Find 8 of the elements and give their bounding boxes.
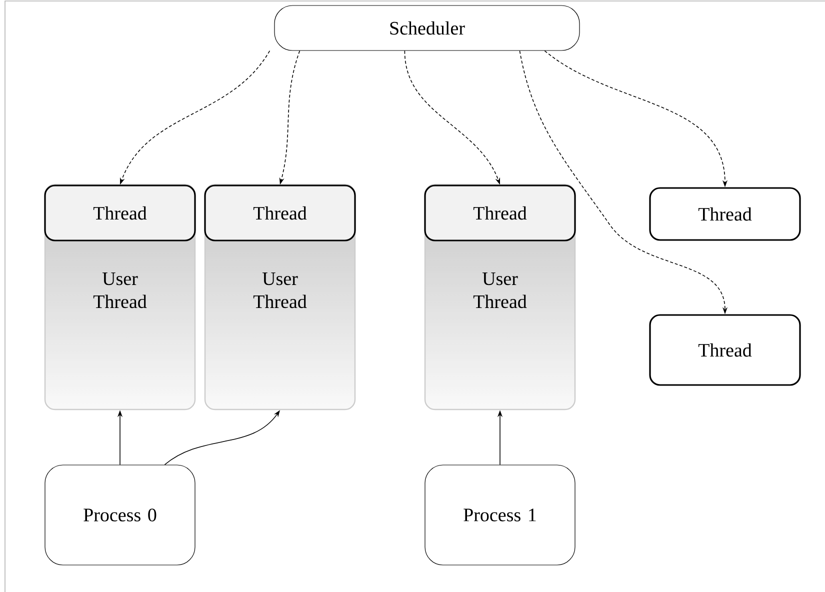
scheduler-box: Scheduler — [274, 5, 580, 51]
process-box: Process 1 — [424, 464, 576, 566]
process-box: Process 0 — [44, 464, 196, 566]
thread-box: Thread — [649, 314, 801, 386]
thread-box: Thread — [44, 184, 196, 242]
thread-box: Thread — [204, 184, 356, 242]
thread-box: Thread — [424, 184, 576, 242]
thread-box: Thread — [649, 187, 801, 241]
